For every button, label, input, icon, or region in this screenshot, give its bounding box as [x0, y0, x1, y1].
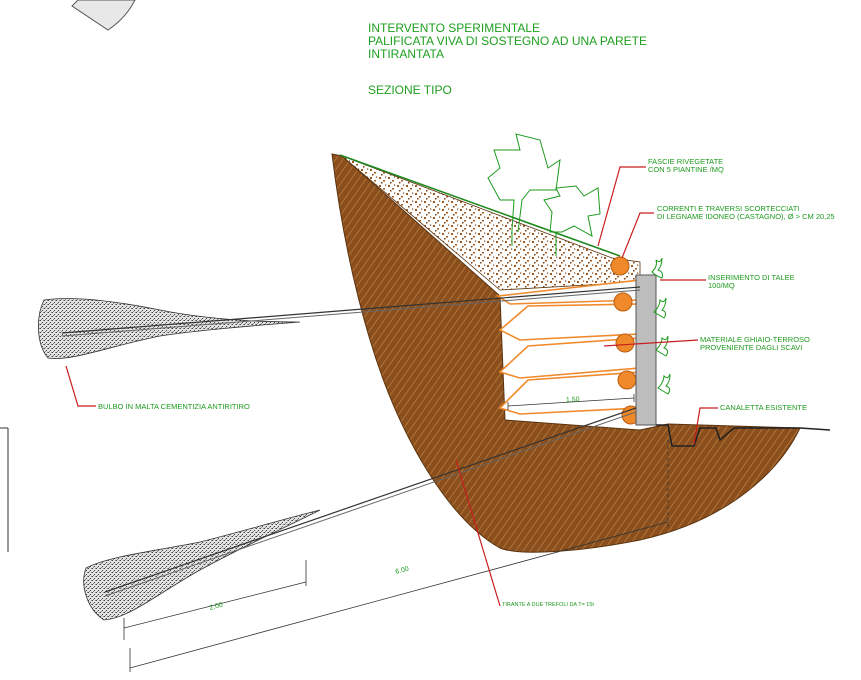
upper-anchor-bulb: [38, 298, 301, 360]
label-fascie-1: FASCIE RIVEGETATE: [648, 157, 724, 166]
lower-anchor-bulb: [83, 509, 321, 621]
slope-grass-line: [339, 154, 621, 257]
label-fascie-2: CON 5 PIANTINE /MQ: [648, 165, 724, 174]
soil-body: [331, 153, 801, 553]
title-line-1: INTERVENTO SPERIMENTALE: [368, 21, 541, 35]
label-correnti-1: CORRENTI E TRAVERSI SCORTECCIATI: [657, 204, 800, 213]
ground-profile: [656, 424, 831, 447]
label-talee-1: INSERIMENTO DI TALEE: [708, 273, 795, 282]
title-line-2: PALIFICATA VIVA DI SOSTEGNO AD UNA PARET…: [368, 34, 647, 48]
label-materiale-1: MATERIALE GHIAIO-TERROSO: [700, 335, 810, 344]
cuttings: [651, 257, 671, 395]
label-materiale-2: PROVENIENTE DAGLI SCAVI: [700, 343, 803, 352]
adjacent-drawing-fragment: [71, 0, 136, 31]
label-tirante: TIRANTE A DUE TREFOLI DA T= 15t: [502, 602, 594, 608]
label-bulbo: BULBO IN MALTA CEMENTIZIA ANTIRITIRO: [98, 402, 250, 411]
dim-1-50-label: 1.50: [566, 396, 580, 404]
dim-6-00-label: 6.00: [395, 566, 410, 576]
gravel-fill: [341, 155, 641, 291]
tree-outline: [487, 133, 601, 256]
upper-tendon: [61, 286, 641, 334]
lower-tendon: [104, 407, 637, 593]
upper-tendon-2: [61, 289, 641, 337]
leaders: [65, 166, 718, 607]
dim-2-00-label: 2.00: [209, 602, 224, 612]
dimension-lines-lower: [123, 440, 669, 672]
section-title: SEZIONE TIPO: [368, 83, 452, 97]
label-correnti-2: DI LEGNAME IDONEO (CASTAGNO), Ø > CM 20,…: [657, 212, 835, 221]
title-line-3: INTIRANTATA: [368, 47, 444, 61]
label-talee-2: 100/MQ: [708, 281, 735, 290]
facing-wall: [635, 274, 657, 426]
lower-tendon-2: [104, 411, 637, 597]
dimension-1-50: [507, 394, 635, 410]
label-canaletta: CANALETTA ESISTENTE: [720, 403, 807, 412]
logs: [610, 256, 641, 425]
